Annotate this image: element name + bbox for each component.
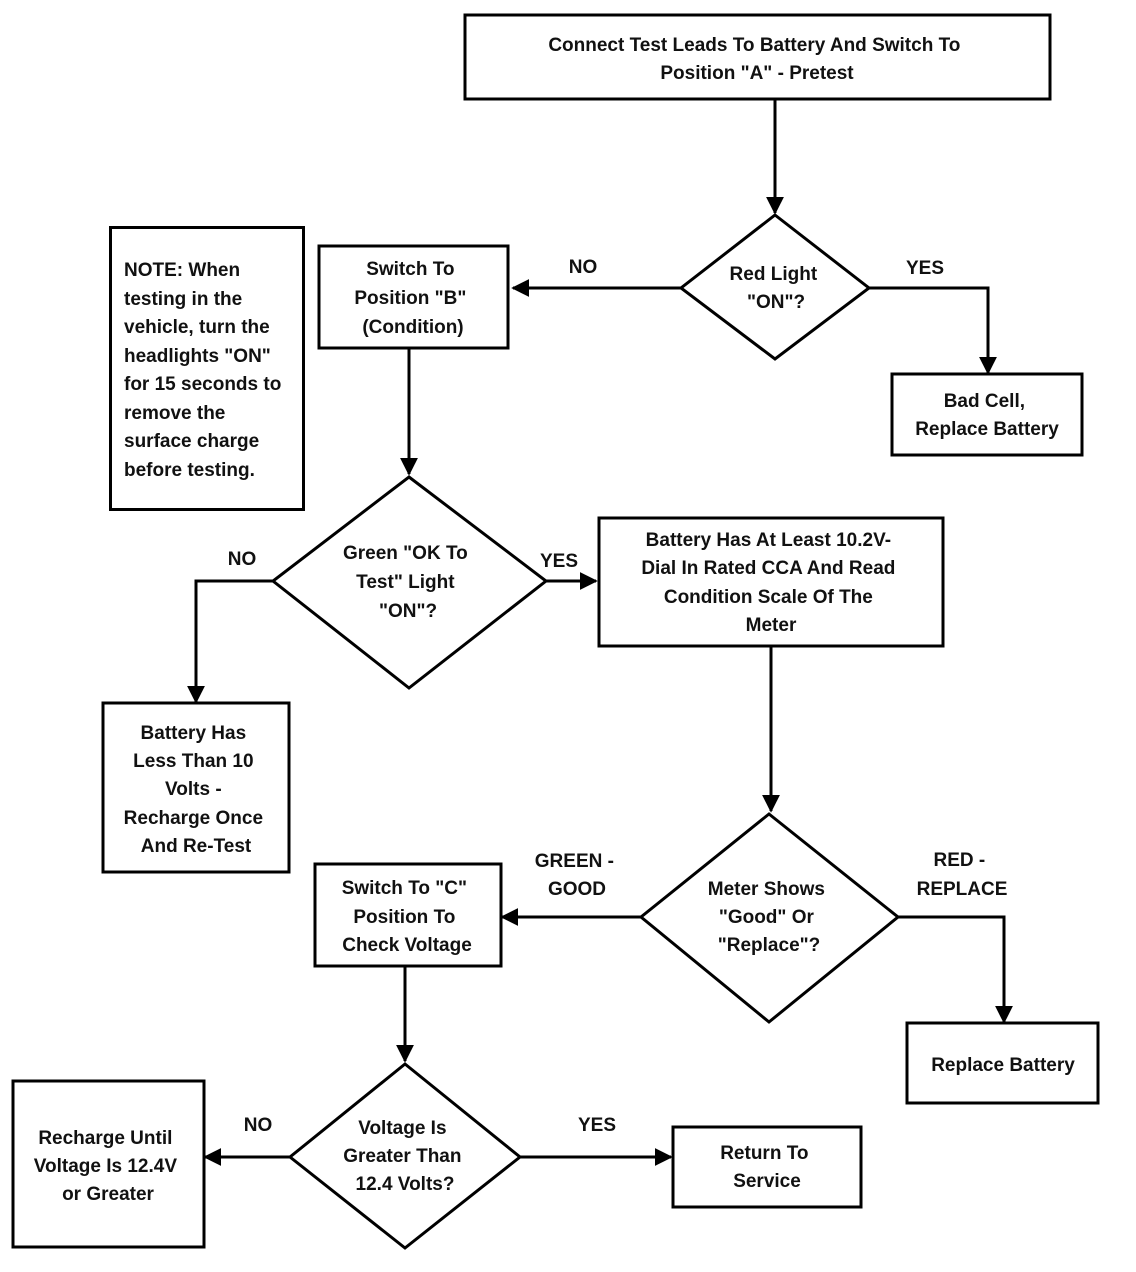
node-switch-c-text: Switch To "C" Position To Check Voltage [342,878,473,956]
note-label: NOTE: [124,260,184,281]
node-replace-battery-text: Replace Battery [931,1055,1075,1076]
node-voltage-diamond [287,1062,523,1250]
node-switch-b-text: Switch To Position "B" (Condition) [354,259,471,338]
node-start-box [463,13,1052,101]
node-less-than-box [101,701,291,874]
edge-meter-red [898,915,1013,1024]
node-start-text: Connect Test Leads To Battery And Switch… [548,35,965,84]
label-volt-yes: YES [578,1115,616,1136]
label-green-yes: YES [540,551,578,572]
node-green-light-text: Green "OK To Test" Light "ON"? [343,543,473,622]
node-at-least-text: Battery Has At Least 10.2V- Dial In Rate… [641,530,900,636]
label-meter-red: RED - REPLACE [917,850,1008,900]
edge-green-no [187,579,273,704]
node-recharge-until-text: Recharge Until Voltage Is 12.4V or Great… [34,1128,183,1205]
node-switch-b-box [317,244,510,350]
node-at-least-box [597,516,945,648]
node-switch-c-box [313,862,503,968]
node-return-box [671,1125,863,1209]
node-meter-shows-text: Meter Shows "Good" Or "Replace"? [708,879,830,956]
label-green-no: NO [228,549,257,570]
node-replace-battery-box [905,1021,1100,1105]
label-meter-green: GREEN - GOOD [535,851,619,900]
node-voltage-text: Voltage Is Greater Than 12.4 Volts? [343,1118,467,1195]
node-return-text: Return To Service [720,1143,814,1192]
node-green-light-diamond [270,475,549,690]
node-bad-cell-box [890,372,1084,457]
node-red-light-text: Red Light "ON"? [730,264,823,313]
label-volt-no: NO [244,1115,273,1136]
node-red-light-diamond [678,213,872,361]
node-meter-shows-diamond [638,812,901,1024]
connectors [187,100,1013,1166]
label-red-no: NO [569,257,598,278]
label-red-yes: YES [906,258,944,279]
node-recharge-until-box [11,1079,206,1249]
note-box: NOTE: When testing in the vehicle, turn … [109,226,305,511]
edge-red-yes [869,286,997,375]
node-less-than-text: Battery Has Less Than 10 Volts - Recharg… [124,723,269,857]
node-bad-cell-text: Bad Cell, Replace Battery [915,391,1059,440]
note-text: When testing in the vehicle, turn the he… [124,260,282,481]
